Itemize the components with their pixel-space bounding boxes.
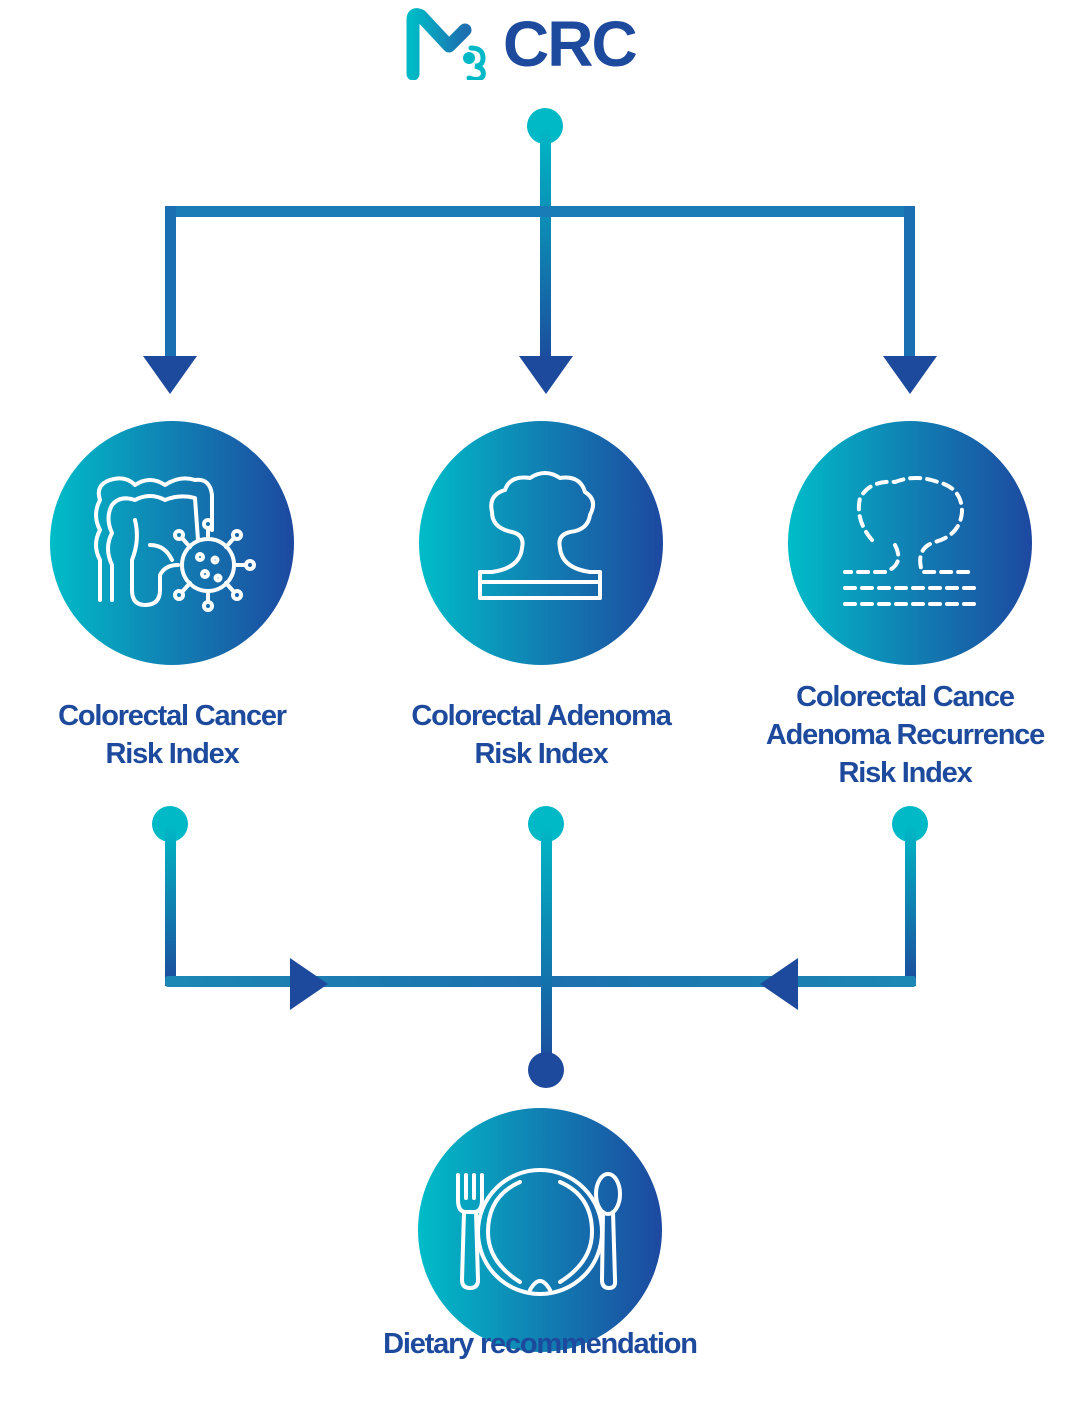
node-circle <box>418 1108 662 1352</box>
bottom-merge-line <box>165 976 916 987</box>
arrow-right <box>290 958 328 1010</box>
logo-name: CRC <box>503 8 638 80</box>
label-recurrence: Colorectal Cance Adenoma Recurrence Risk… <box>730 678 1080 792</box>
top-connector <box>143 108 937 394</box>
arrow-down-right <box>883 356 937 394</box>
dashed-polyp-icon <box>843 476 977 606</box>
right-down-line <box>904 206 915 366</box>
bottom-connector <box>152 806 928 1088</box>
label-dietary: Dietary recommendation <box>320 1325 760 1363</box>
label-line: Risk Index <box>105 738 239 770</box>
logo: CRC <box>405 8 638 83</box>
right-up-line <box>905 824 916 986</box>
center-down-line <box>540 126 551 366</box>
node-dietary <box>418 1108 662 1352</box>
node-circle <box>419 421 663 665</box>
label-colorectal-adenoma: Colorectal Adenoma Risk Index <box>371 697 711 773</box>
node-circle <box>788 421 1032 665</box>
polyp-icon <box>478 471 602 600</box>
label-line: Colorectal Cance <box>796 681 1015 713</box>
label-line: Risk Index <box>838 757 972 789</box>
arrow-down-left <box>143 356 197 394</box>
node-colorectal-adenoma <box>419 421 663 665</box>
label-line: Dietary recommendation <box>383 1328 698 1360</box>
arrow-left <box>760 958 798 1010</box>
node-circle <box>50 421 294 665</box>
label-line: Colorectal Adenoma <box>411 700 672 732</box>
plate-fork-spoon-icon <box>456 1168 622 1296</box>
label-colorectal-cancer: Colorectal Cancer Risk Index <box>22 697 322 773</box>
colon-virus-icon <box>94 476 256 612</box>
label-line: Adenoma Recurrence <box>765 719 1045 751</box>
node-recurrence <box>788 421 1032 665</box>
arrow-down-center <box>519 356 573 394</box>
label-line: Colorectal Cancer <box>58 700 287 732</box>
m3-logo-icon <box>406 8 486 83</box>
label-line: Risk Index <box>474 738 608 770</box>
output-connector-dot <box>528 1052 564 1088</box>
node-colorectal-cancer <box>50 421 294 665</box>
left-down-line <box>165 206 176 366</box>
top-branch-line <box>165 206 915 217</box>
center-merge-line <box>541 824 552 1070</box>
left-up-line <box>165 824 176 986</box>
